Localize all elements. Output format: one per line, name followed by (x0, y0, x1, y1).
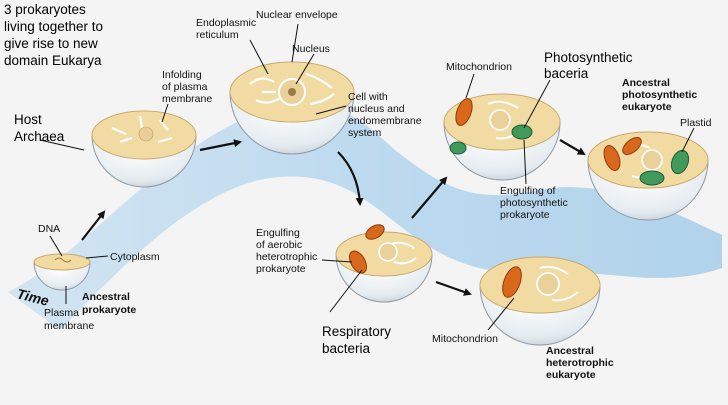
ancestral-heterotroph-title: Ancestral heterotrophic eukaryote (546, 345, 617, 381)
arrow-infolding-to-nucleated (199, 139, 242, 152)
arrow-aerobic-to-heterotroph (435, 280, 472, 296)
host-archaea-label: Host Archaea (14, 112, 65, 144)
infolding-label: Infolding of plasma membrane (162, 69, 212, 105)
nucleated-cell-description: Cell with nucleus and endomembrane syste… (348, 91, 424, 139)
ancestral-prokaryote-title: Ancestral prokaryote (82, 291, 136, 316)
nucleated-cell (229, 61, 355, 155)
heterotroph-mitochondrion-label: Mitochondrion (432, 333, 498, 345)
cytoplasm-label: Cytoplasm (110, 251, 160, 263)
aerobic-engulfing-label: Engulfing of aerobic heterotrophic proka… (256, 227, 320, 275)
plastid-label: Plastid (680, 117, 712, 129)
intro-text: 3 prokaryotes living together to give ri… (4, 2, 107, 68)
photo-engulfing-label: Engulfing of photosynthetic prokaryote (500, 185, 571, 221)
heterotroph-cell (479, 256, 601, 346)
arrow-photosynthetic-to-eukaryote (559, 139, 586, 156)
time-label: Time (15, 285, 51, 308)
arrow-prokaryote-to-infolding (81, 210, 106, 241)
nuclear-envelope-label: Nuclear envelope (256, 9, 338, 21)
ancestral-photosynthetic-title: Ancestral photosynthetic eukaryote (622, 77, 700, 113)
photosynthetic-engulfing-cell (443, 93, 561, 181)
arrow-aerobic-to-photosynthetic (411, 176, 448, 219)
endoplasmic-reticulum-label: Endoplasmic reticulum (196, 17, 259, 41)
arrow-nucleated-to-aerobic (337, 151, 364, 206)
plasma-membrane-label: Plasma membrane (44, 307, 94, 332)
infolding-cell (91, 110, 197, 188)
aerobic-engulfing-cell (335, 224, 433, 303)
leader-lines (39, 23, 695, 331)
photosynthetic-eukaryote-cell (587, 131, 709, 221)
respiratory-bacteria-label: Respiratory bacteria (322, 324, 395, 356)
photosynthetic-bacteria-label: Photosynthetic baceria (544, 50, 636, 81)
nucleus-label: Nucleus (292, 43, 330, 55)
dna-label: DNA (38, 223, 60, 235)
ancestral-prokaryote-cell (33, 253, 91, 291)
photo-mitochondrion-label: Mitochondrion (446, 61, 512, 73)
